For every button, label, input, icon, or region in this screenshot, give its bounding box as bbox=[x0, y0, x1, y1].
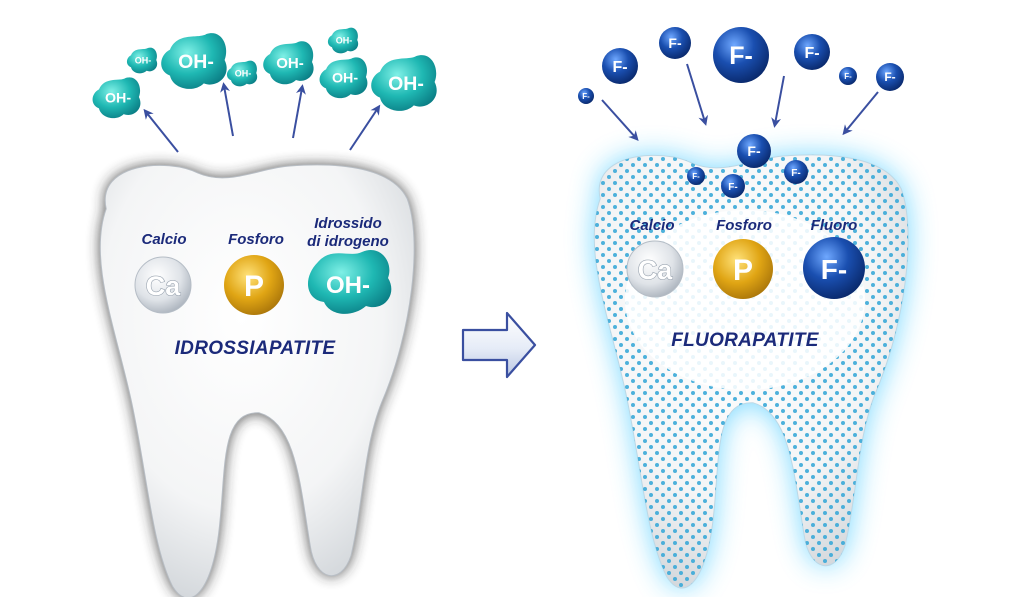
oh-ion-label: OH- bbox=[178, 51, 214, 73]
left-calcium-label: Calcio bbox=[141, 231, 186, 248]
incoming-fluoride-ions: F- F- F- F- F- F- F- bbox=[578, 27, 904, 104]
arrow-icon bbox=[220, 82, 234, 137]
f-ion: F- bbox=[876, 63, 904, 91]
oh-ion: OH- bbox=[263, 41, 314, 85]
f-ion-label: F- bbox=[804, 45, 819, 62]
f-ion: F- bbox=[659, 27, 691, 59]
left-outgoing-arrows bbox=[143, 82, 381, 153]
left-hydroxide-label-line1: Idrossido bbox=[314, 215, 382, 232]
f-ion: F- bbox=[784, 160, 808, 184]
left-phosphorus-atom: P bbox=[224, 255, 284, 315]
oh-ion: OH- bbox=[161, 33, 227, 89]
oh-ion-label: OH- bbox=[388, 73, 424, 95]
right-incoming-arrows bbox=[601, 63, 879, 141]
f-ion-label: F- bbox=[747, 143, 761, 159]
right-arrow-icon bbox=[461, 311, 537, 379]
right-tooth-center-highlight bbox=[625, 210, 865, 390]
right-phosphorus-symbol: P bbox=[733, 254, 753, 287]
right-phosphorus-label: Fosforo bbox=[716, 217, 772, 234]
oh-ion: OH- bbox=[126, 47, 158, 74]
f-ion-label: F- bbox=[582, 92, 590, 101]
oh-ion-label: OH- bbox=[276, 55, 304, 72]
f-ion: F- bbox=[713, 27, 769, 83]
oh-ion-label: OH- bbox=[332, 71, 358, 87]
arrow-icon bbox=[686, 63, 708, 126]
f-ion-label: F- bbox=[884, 70, 895, 84]
arrow-icon bbox=[842, 91, 879, 136]
released-hydroxide-ions: OH- OH- OH- OH- OH- OH- OH- OH- bbox=[92, 27, 437, 119]
right-calcium-atom: Ca bbox=[626, 240, 684, 298]
right-fluoride-atom: F- bbox=[803, 237, 865, 299]
f-ion-label: F- bbox=[728, 182, 737, 193]
f-ion-label: F- bbox=[844, 72, 852, 81]
left-hydroxide-blob bbox=[307, 250, 392, 314]
arrow-icon bbox=[771, 75, 785, 128]
oh-ion-label: OH- bbox=[105, 91, 131, 107]
f-ion: F- bbox=[737, 134, 771, 168]
left-phosphorus-symbol: P bbox=[244, 270, 264, 303]
right-fluorine-label: Fluoro bbox=[811, 217, 858, 234]
left-hydroxide-molecule: OH- bbox=[307, 250, 392, 314]
f-ion-label: F- bbox=[791, 168, 800, 179]
f-ion: F- bbox=[839, 67, 857, 85]
f-ion-label: F- bbox=[612, 59, 627, 76]
left-calcium-symbol: Ca bbox=[146, 271, 181, 301]
oh-ion-label: OH- bbox=[336, 36, 353, 46]
f-ion: F- bbox=[687, 167, 705, 185]
oh-ion: OH- bbox=[226, 60, 258, 87]
oh-ion: OH- bbox=[371, 55, 437, 111]
right-calcium-label: Calcio bbox=[629, 217, 674, 234]
absorbed-fluoride-ions: F- F- F- F- bbox=[687, 134, 808, 198]
left-phosphorus-label: Fosforo bbox=[228, 231, 284, 248]
oh-ion: OH- bbox=[92, 77, 141, 119]
left-calcium-atom: Ca bbox=[134, 256, 192, 314]
arrow-icon bbox=[349, 104, 381, 151]
right-calcium-symbol: Ca bbox=[638, 255, 673, 285]
f-ion: F- bbox=[794, 34, 830, 70]
f-ion-label: F- bbox=[692, 172, 700, 181]
f-ion: F- bbox=[578, 88, 594, 104]
arrow-icon bbox=[143, 108, 179, 153]
f-ion: F- bbox=[602, 48, 638, 84]
f-ion: F- bbox=[721, 174, 745, 198]
oh-ion: OH- bbox=[319, 57, 368, 99]
f-ion-label: F- bbox=[668, 35, 682, 51]
right-phosphorus-atom: P bbox=[713, 239, 773, 299]
arrow-icon bbox=[601, 99, 639, 141]
f-ion-label: F- bbox=[729, 42, 753, 70]
left-hydroxide-label-line2: di idrogeno bbox=[307, 233, 389, 250]
right-title: FLUORAPATITE bbox=[671, 330, 820, 351]
arrow-icon bbox=[292, 84, 306, 139]
oh-ion: OH- bbox=[327, 27, 359, 54]
oh-ion-label: OH- bbox=[235, 69, 252, 79]
left-title: IDROSSIAPATITE bbox=[175, 338, 337, 359]
left-hydroxide-symbol: OH- bbox=[326, 272, 370, 299]
right-fluoride-symbol: F- bbox=[821, 254, 847, 285]
oh-ion-label: OH- bbox=[135, 56, 152, 66]
